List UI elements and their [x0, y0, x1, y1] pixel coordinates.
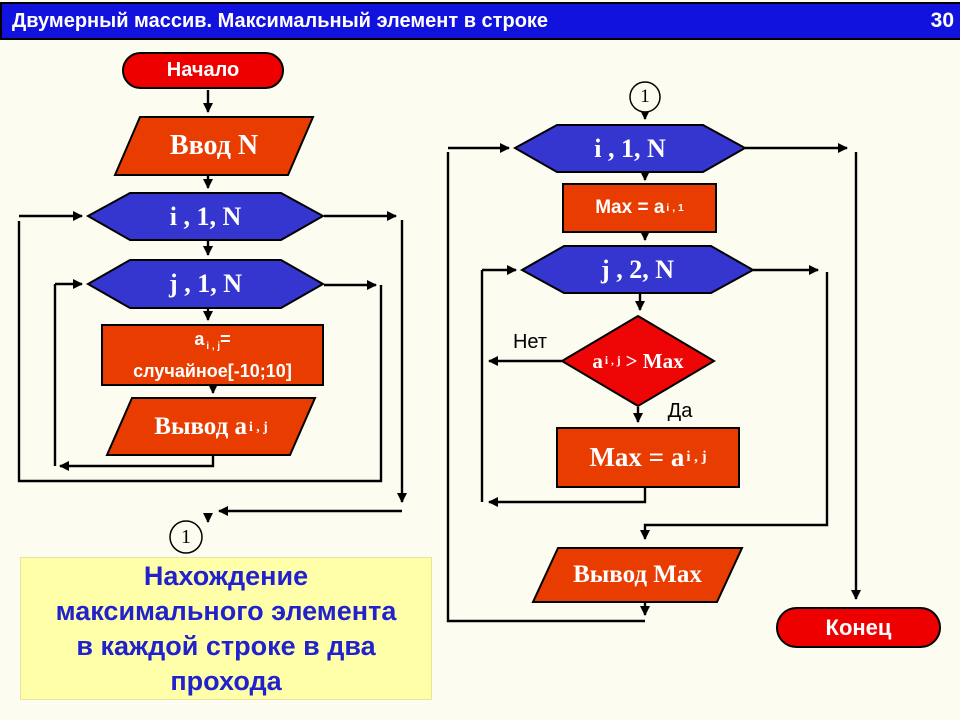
inner-loop-back-bottom — [59, 456, 215, 471]
assign-max-rect-shape — [556, 427, 740, 488]
arrow-to-output-max — [640, 272, 829, 540]
init-max-rect-shape — [562, 183, 717, 233]
loop-i2-hexagon-shape — [512, 124, 748, 173]
right-flow-connectors — [446, 110, 861, 623]
note-line: максимального элемента — [55, 595, 397, 626]
note-line: в каждой строке в два — [76, 630, 376, 661]
outer-loop-back-path — [17, 221, 383, 483]
left-flow-shapes — [85, 52, 326, 554]
note-line: прохода — [170, 665, 282, 696]
loop-j2-hexagon-shape — [519, 245, 756, 294]
left-flow-connectors — [17, 90, 407, 523]
title-bar: Двумерный массив. Максимальный элемент в… — [0, 2, 960, 40]
connector-1-circle-left — [169, 520, 203, 554]
note-line: Нахождение — [143, 560, 309, 591]
outer-loop-back-right — [446, 152, 645, 623]
end-terminator-shape — [776, 607, 941, 648]
start-terminator-shape — [122, 52, 284, 89]
right-flow-shapes — [512, 81, 941, 648]
arrow-assign-merge — [488, 488, 647, 507]
connector-1-circle-right — [629, 81, 661, 113]
input-parallelogram-shape — [113, 116, 315, 176]
condition-diamond-shape — [560, 314, 716, 408]
assign-rect-shape — [101, 324, 324, 386]
loop-i-hexagon-shape — [85, 192, 326, 241]
loop-j-hexagon-shape — [85, 259, 326, 309]
note-box: Нахождение максимального элемента в кажд… — [20, 557, 432, 700]
page-number: 30 — [930, 9, 954, 32]
slide-title: Двумерный массив. Максимальный элемент в… — [12, 9, 549, 32]
output-max-parallelogram-shape — [531, 547, 744, 603]
output-parallelogram-shape — [105, 397, 317, 456]
